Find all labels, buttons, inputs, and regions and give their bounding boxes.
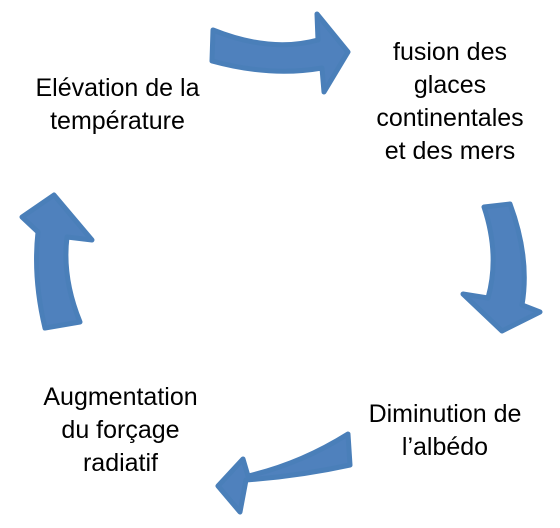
bottom-arrow [215, 431, 353, 515]
node-line: l’albédo [401, 433, 489, 461]
node-elevation-temperature: Elévation de la température [10, 72, 225, 138]
node-line: fusion des [393, 38, 507, 66]
node-line: Elévation de la [35, 74, 200, 102]
node-line: du forçage [61, 416, 180, 444]
node-augmentation-forcage: Augmentation du forçage radiatif [18, 381, 223, 480]
left-arrow [19, 192, 95, 331]
node-line: et des mers [384, 137, 516, 165]
node-line: Diminution de [368, 400, 522, 428]
node-line: température [50, 107, 185, 135]
top-arrow [209, 11, 351, 95]
node-line: glaces [413, 71, 487, 99]
right-arrow [460, 201, 543, 334]
node-line: radiatif [82, 449, 159, 477]
node-fusion-glaces: fusion des glaces continentales et des m… [350, 36, 550, 168]
node-diminution-albedo: Diminution de l’albédo [340, 398, 550, 464]
node-line: Augmentation [43, 383, 198, 411]
node-line: continentales [376, 104, 524, 132]
